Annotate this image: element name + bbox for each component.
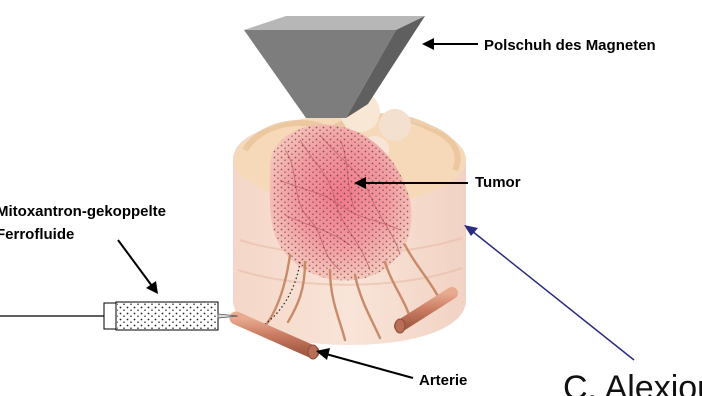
label-tumor: Tumor xyxy=(475,174,521,192)
label-pole-shoe: Polschuh des Magneten xyxy=(484,37,656,55)
syringe xyxy=(0,302,238,330)
arrow-ferrofluid xyxy=(118,240,158,294)
magnet-pole-shoe xyxy=(244,16,425,118)
arrow-artery xyxy=(316,348,413,378)
label-ferrofluid-line1: Mitoxantron-gekoppelte xyxy=(0,203,166,221)
credit-pointer-arrow xyxy=(464,225,634,360)
author-credit: C. Alexiou xyxy=(563,368,702,396)
label-artery: Arterie xyxy=(419,372,467,390)
label-ferrofluid-line2: Ferrofluide xyxy=(0,226,74,244)
arrow-pole-shoe xyxy=(422,38,478,50)
